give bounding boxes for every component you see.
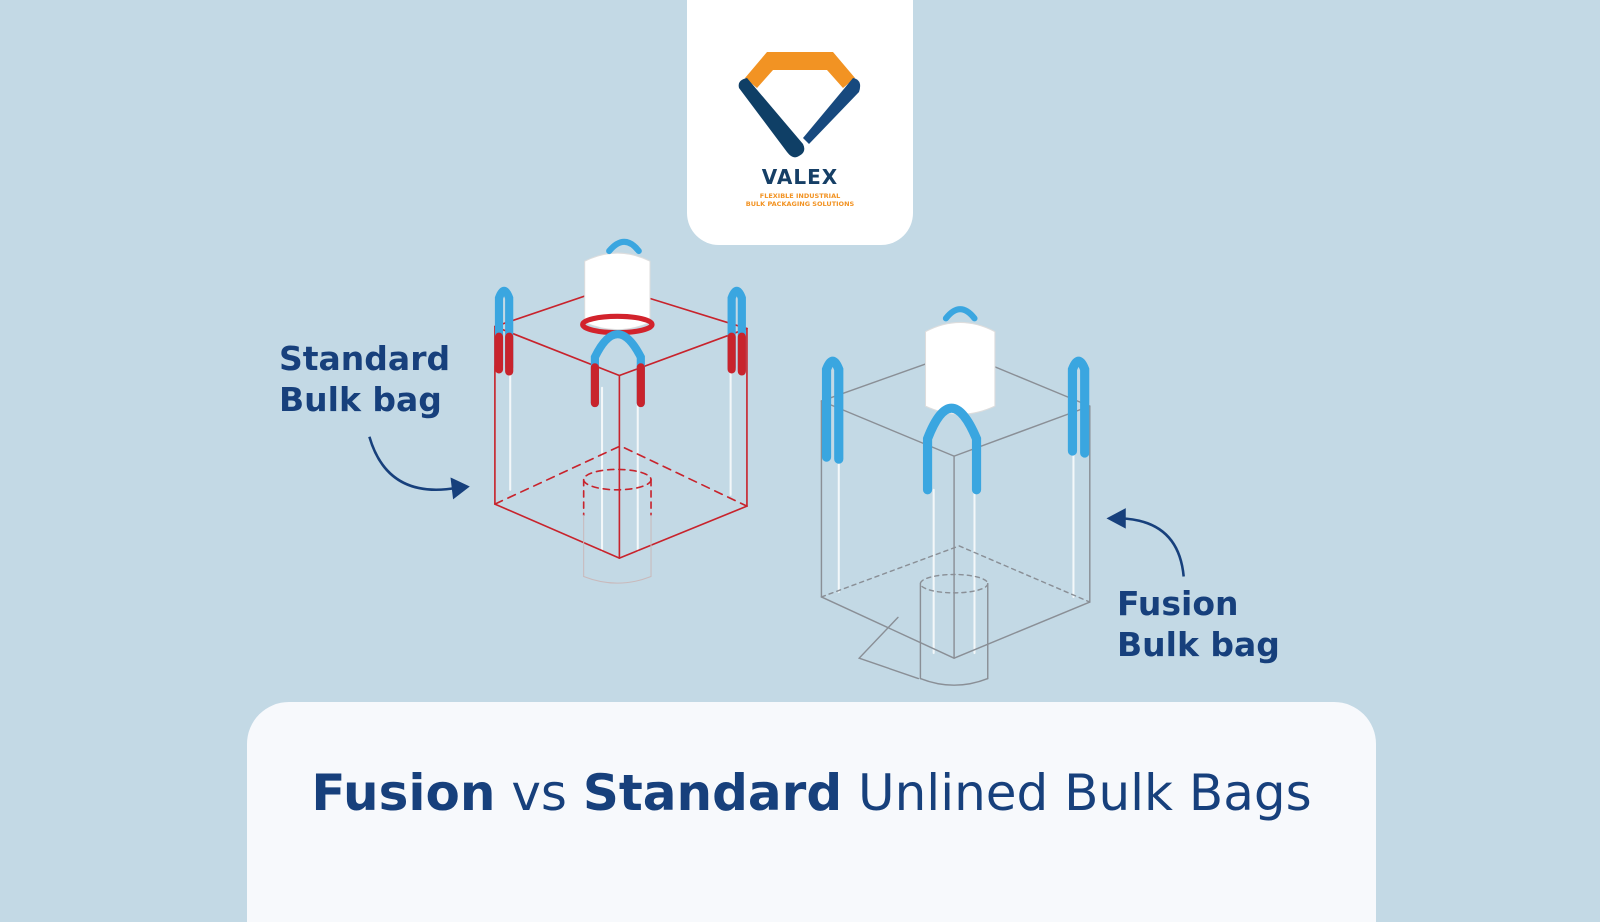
title-rest: Unlined Bulk Bags [842, 764, 1312, 822]
title-vs: vs [495, 764, 583, 822]
standard-label-line2: Bulk bag [279, 380, 442, 419]
tagline-line2: BULK PACKAGING SOLUTIONS [745, 200, 855, 208]
fusion-bulk-bag-label: Fusion Bulk bag [1117, 583, 1280, 665]
brand-name: VALEX [761, 165, 839, 189]
standard-arrow-icon [368, 436, 470, 500]
valex-diamond-logo-icon [738, 52, 861, 158]
fusion-label-line1: Fusion [1117, 584, 1239, 623]
bag-illustrations [368, 238, 1185, 686]
fusion-label-line2: Bulk bag [1117, 625, 1280, 664]
tagline-line1: FLEXIBLE INDUSTRIAL [759, 192, 841, 200]
fusion-arrow-icon [1106, 508, 1185, 577]
title-fusion: Fusion [311, 764, 496, 822]
fusion-bulk-bag-illustration [820, 306, 1091, 686]
standard-label-line1: Standard [279, 339, 451, 378]
title-standard: Standard [582, 764, 843, 822]
logo-card: VALEX FLEXIBLE INDUSTRIAL BULK PACKAGING… [687, 0, 913, 245]
standard-bulk-bag-illustration [494, 238, 748, 584]
page-title: Fusion vs Standard Unlined Bulk Bags [247, 764, 1376, 822]
title-card: Fusion vs Standard Unlined Bulk Bags [247, 702, 1376, 922]
standard-bulk-bag-label: Standard Bulk bag [279, 338, 450, 420]
